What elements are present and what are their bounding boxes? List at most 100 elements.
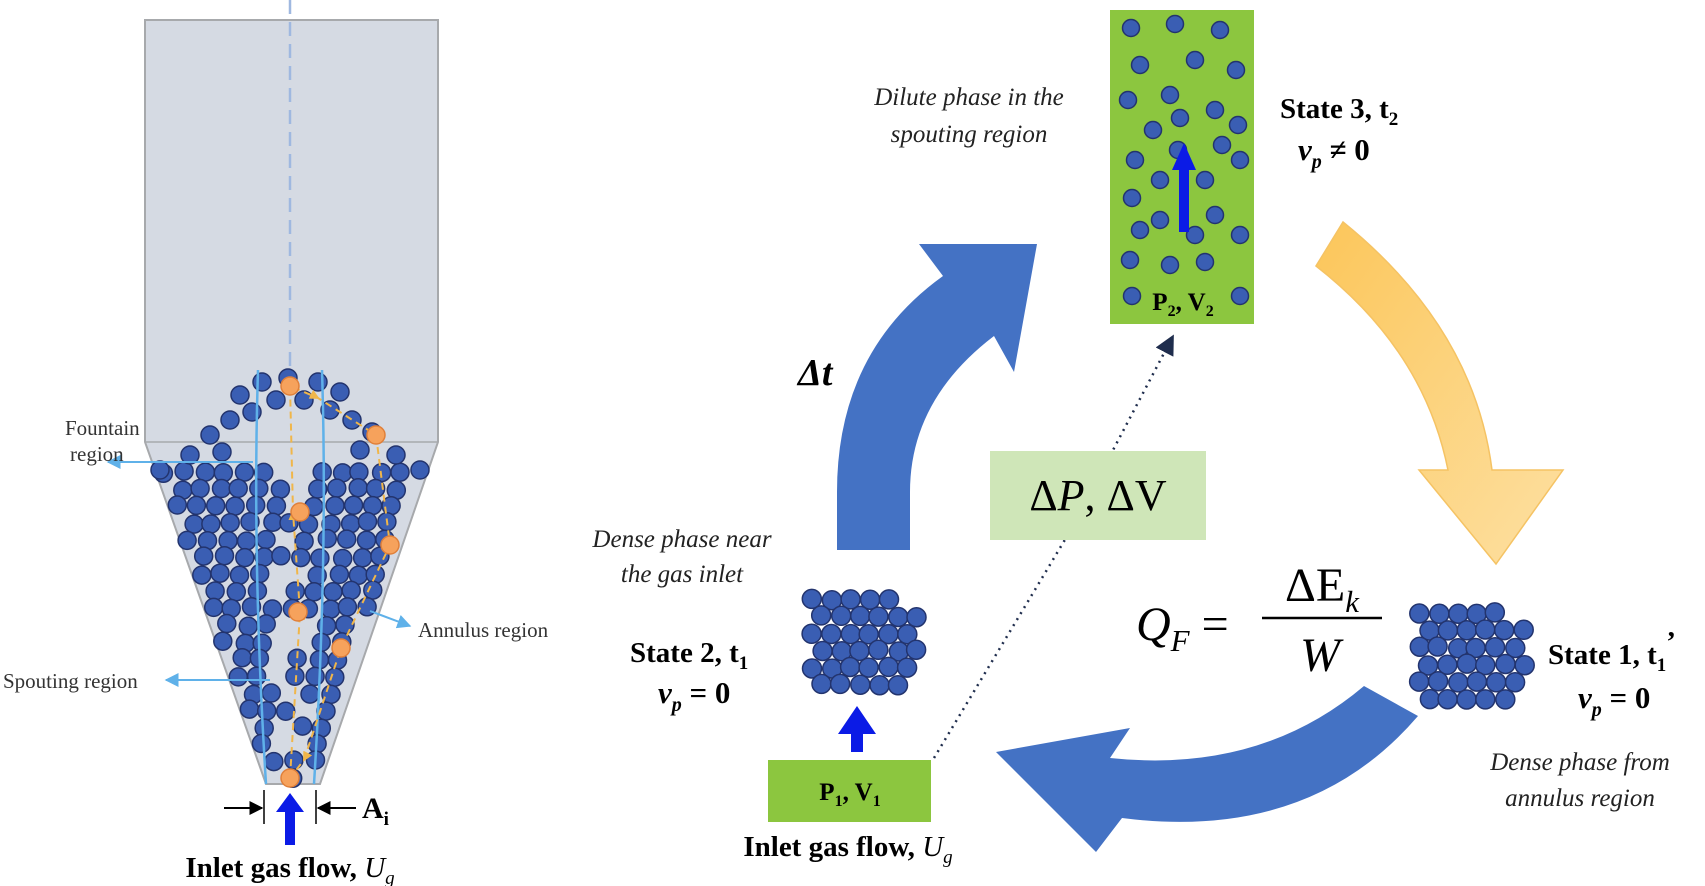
dense-particle bbox=[1419, 688, 1441, 710]
bed-particle bbox=[217, 613, 237, 634]
bed-particle bbox=[321, 684, 341, 705]
dense-particle bbox=[850, 674, 871, 695]
dilute-particle bbox=[1226, 60, 1246, 80]
bed-particle bbox=[240, 511, 260, 532]
bed-particle bbox=[256, 614, 276, 634]
dense-particle bbox=[869, 674, 890, 696]
state2-velocity: vp = 0 bbox=[658, 675, 730, 716]
bed-particle bbox=[220, 410, 240, 430]
dense-particle bbox=[1493, 619, 1515, 641]
bed-particle bbox=[275, 701, 296, 721]
bed-particle bbox=[410, 460, 430, 480]
bed-particle bbox=[225, 496, 245, 516]
state3-box-label: P2, V2 bbox=[1152, 289, 1213, 320]
qf-formula: QF = ΔEk W bbox=[1136, 559, 1382, 682]
bed-particle bbox=[190, 478, 210, 499]
spout-boundary-left bbox=[254, 369, 268, 785]
dilute-particle bbox=[1165, 14, 1185, 34]
state1-dense-cluster bbox=[1408, 602, 1535, 710]
bed-particle bbox=[201, 514, 221, 534]
tracer-particle bbox=[380, 535, 400, 555]
bed-particle bbox=[261, 683, 282, 703]
dense-particle bbox=[1409, 636, 1431, 657]
dense-particle bbox=[1409, 603, 1430, 624]
bed-particle bbox=[341, 580, 361, 601]
bed-particle bbox=[285, 666, 305, 686]
bed-particle bbox=[220, 512, 240, 533]
dense-particle bbox=[811, 673, 832, 695]
dense-particle bbox=[1504, 671, 1526, 693]
bed-particle bbox=[212, 442, 232, 462]
dense-particle bbox=[1437, 688, 1458, 710]
dense-particle bbox=[896, 657, 918, 678]
delta-t-label: Δt bbox=[796, 352, 834, 394]
dilute-particle bbox=[1205, 205, 1225, 225]
pressure-link-dotted bbox=[932, 334, 1174, 759]
bed-particle bbox=[192, 565, 212, 585]
dense-particle bbox=[1466, 671, 1488, 692]
bed-particle bbox=[249, 563, 270, 584]
dilute-particle bbox=[1212, 135, 1232, 155]
dense-particle bbox=[887, 674, 909, 696]
bed-particle bbox=[205, 581, 225, 601]
bed-particle bbox=[150, 460, 170, 480]
dilute-particle bbox=[1205, 100, 1225, 120]
bed-particle bbox=[337, 597, 358, 617]
bed-particle bbox=[184, 514, 204, 534]
bed-particle bbox=[294, 531, 314, 551]
dense-particle bbox=[878, 656, 899, 678]
dilute-particle bbox=[1230, 150, 1250, 170]
bed-particle bbox=[236, 531, 257, 551]
delta-pv-label: ΔP, ΔV bbox=[1029, 471, 1166, 520]
dense-particle bbox=[1427, 670, 1449, 692]
bed-particle bbox=[249, 478, 269, 499]
dense-particle bbox=[840, 623, 862, 645]
dense-particle bbox=[839, 656, 861, 678]
dilute-particle bbox=[1150, 170, 1170, 190]
bed-particle bbox=[363, 580, 383, 600]
dilute-particle bbox=[1160, 85, 1180, 105]
dilute-particle bbox=[1125, 150, 1145, 170]
bed-particle bbox=[235, 547, 255, 568]
dilute-particle bbox=[1118, 90, 1138, 110]
svg-text:W: W bbox=[1300, 629, 1344, 682]
dilute-particle bbox=[1120, 250, 1140, 270]
dense-particle bbox=[821, 623, 842, 645]
dense-particle bbox=[858, 657, 879, 678]
inlet-gas-arrow-left bbox=[276, 793, 304, 845]
dilute-particle bbox=[1230, 225, 1250, 245]
dense-particle bbox=[1475, 689, 1496, 710]
bed-particle bbox=[329, 564, 350, 585]
bed-particle bbox=[229, 565, 250, 585]
dilute-particle bbox=[1122, 188, 1142, 208]
tracer-particle bbox=[288, 602, 308, 622]
tracer-particle bbox=[366, 425, 386, 445]
dense-particle bbox=[897, 623, 918, 645]
bed-particle bbox=[232, 647, 252, 668]
dilute-particle bbox=[1185, 225, 1205, 245]
dense-particle bbox=[1495, 689, 1516, 710]
bed-particle bbox=[266, 390, 286, 410]
dense-particle bbox=[1513, 619, 1534, 641]
annulus-region-label: Annulus region bbox=[418, 618, 549, 642]
state1-title: State 1, t1’ bbox=[1548, 626, 1676, 676]
dense-particle bbox=[1408, 671, 1430, 692]
bed-particle bbox=[228, 478, 248, 499]
bed-particle bbox=[214, 545, 235, 566]
annulus-leader-arrow bbox=[369, 610, 412, 629]
particle-trajectory bbox=[280, 384, 397, 779]
bed-particle bbox=[195, 462, 216, 482]
bed-particle bbox=[210, 563, 230, 583]
state3-velocity: vp ≠ 0 bbox=[1298, 132, 1370, 173]
cycle-arrow-state2-to-state3 bbox=[837, 244, 1037, 550]
dense-particle bbox=[801, 588, 823, 610]
bed-particle bbox=[325, 667, 345, 687]
dilute-particle bbox=[1160, 255, 1180, 275]
cycle-arrow-state1-to-state2 bbox=[996, 686, 1418, 852]
state2-dense-cluster bbox=[801, 588, 927, 696]
svg-text:ΔEk: ΔEk bbox=[1285, 559, 1360, 619]
dense-particle bbox=[830, 605, 852, 627]
